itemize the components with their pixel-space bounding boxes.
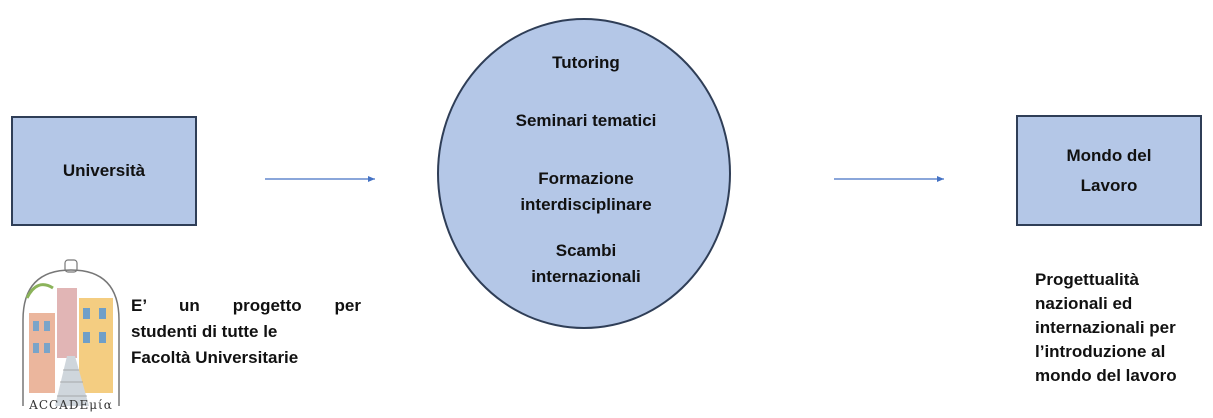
progettualita-description: Progettualità nazionali ed internazional…	[1035, 268, 1213, 388]
progettualita-line-3: internazionali per	[1035, 318, 1176, 337]
progettualita-line-5: mondo del lavoro	[1035, 366, 1177, 385]
description-line-1: E’ un progetto per	[131, 296, 361, 315]
formazione-line-2: interdisciplinare	[520, 195, 652, 214]
circle-item-tutoring: Tutoring	[439, 50, 733, 76]
scambi-line-1: Scambi	[555, 241, 617, 260]
universita-box: Università	[11, 116, 197, 226]
circle-item-scambi: Scambi internazionali	[439, 238, 733, 290]
project-description: E’ un progetto per studenti di tutte le …	[131, 293, 361, 371]
accademia-logo-icon	[22, 259, 120, 406]
description-line-3: Facoltà Universitarie	[131, 348, 299, 367]
universita-label: Università	[62, 161, 146, 180]
progettualita-line-2: nazionali ed	[1035, 294, 1133, 313]
mondo-lavoro-label: Mondo del Lavoro	[1066, 145, 1152, 195]
activities-circle: Tutoring Seminari tematici Formazione in…	[437, 18, 731, 329]
progettualita-line-4: l’introduzione al	[1035, 342, 1166, 361]
seminari-label: Seminari tematici	[515, 111, 657, 130]
logo-text: ACCADEμία	[29, 398, 113, 412]
scambi-line-2: internazionali	[531, 267, 641, 286]
tutoring-label: Tutoring	[552, 53, 620, 72]
progettualita-line-1: Progettualità	[1035, 270, 1139, 289]
circle-item-seminari: Seminari tematici	[439, 108, 733, 134]
description-line-2: studenti di tutte le	[131, 322, 278, 341]
mondo-lavoro-box: Mondo del Lavoro	[1016, 115, 1202, 226]
circle-item-formazione: Formazione interdisciplinare	[439, 166, 733, 218]
formazione-line-1: Formazione	[538, 169, 634, 188]
